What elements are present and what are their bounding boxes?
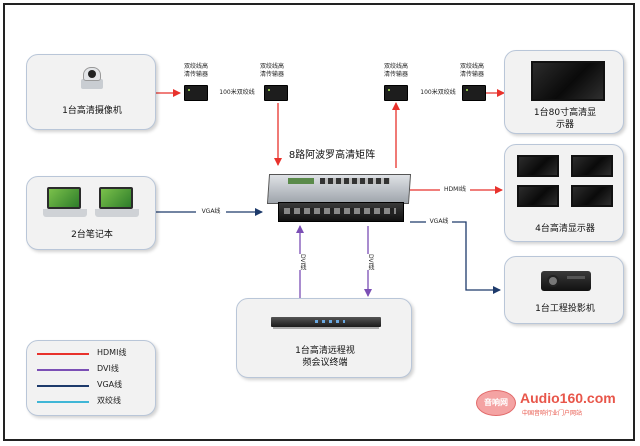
matrix-title: 8路阿波罗高清矩阵 — [288, 150, 376, 161]
tx-label-line: 清传输器 — [259, 71, 284, 78]
monitor-icon — [571, 155, 613, 177]
vga-matrix-to-projector — [410, 221, 501, 294]
legend-box: HDMI线 DVI线 VGA线 双绞线 — [26, 340, 156, 416]
matrix-switcher-icon — [266, 168, 412, 226]
tx-label-line: 清传输器 — [459, 71, 484, 78]
legend-label: DVI线 — [97, 364, 119, 373]
monitor-icon — [517, 185, 559, 207]
watermark-brand: Audio160.com — [520, 390, 616, 406]
watermark-sub: 中国音响行业门户网站 — [522, 410, 583, 417]
camera-icon — [75, 65, 109, 93]
displays4-label: 4台高清显示器 — [535, 224, 595, 234]
display80-box: 1台80寸高清显 示器 — [504, 50, 624, 134]
legend-item: 双绞线 — [27, 395, 155, 409]
legend-swatch — [37, 353, 89, 355]
cable-label-dvi-down: DVI线 — [362, 254, 374, 271]
laptops-label: 2台笔记本 — [71, 230, 113, 240]
camera-label: 1台高清摄像机 — [62, 106, 122, 116]
legend-label: VGA线 — [97, 380, 123, 389]
laptop-icon — [43, 187, 87, 219]
cable-label-right-twisted: 100米双绞线 — [410, 89, 466, 97]
vc-terminal-label-line: 频会议终端 — [302, 358, 348, 368]
tx-label-line: 双绞线高 — [383, 63, 408, 70]
watermark: 音响网 Audio160.com 中国音响行业门户网站 — [476, 388, 626, 422]
tx-label-line: 双绞线高 — [459, 63, 484, 70]
display80-label-line: 1台80寸高清显 — [533, 108, 597, 118]
legend-swatch — [37, 369, 89, 371]
legend-item: VGA线 — [27, 379, 155, 393]
camera-box: 1台高清摄像机 — [26, 54, 156, 130]
projector-box: 1台工程投影机 — [504, 256, 624, 324]
legend-swatch — [37, 401, 89, 403]
cable-label-dvi-up: DVI线 — [294, 254, 306, 271]
twisted-transmitter-icon — [184, 85, 208, 101]
legend-item: HDMI线 — [27, 347, 155, 361]
cable-label-left-twisted: 100米双绞线 — [208, 89, 266, 97]
tx-right-b-label: 双绞线高 清传输器 — [452, 63, 492, 79]
tx-label-line: 清传输器 — [183, 71, 208, 78]
legend-item: DVI线 — [27, 363, 155, 377]
tx-right-a-label: 双绞线高 清传输器 — [376, 63, 416, 79]
twisted-transmitter-icon — [462, 85, 486, 101]
vc-terminal-box: 1台高清远程视 频会议终端 — [236, 298, 412, 378]
display80-label-line: 示器 — [555, 120, 574, 130]
monitor-icon — [531, 61, 605, 101]
monitor-icon — [517, 155, 559, 177]
watermark-badge-text: 音响网 — [484, 398, 508, 407]
display80-label: 1台80寸高清显 示器 — [505, 107, 625, 131]
watermark-badge: 音响网 — [476, 390, 516, 416]
legend-label: HDMI线 — [97, 348, 127, 357]
cable-label-vga-in: VGA线 — [196, 208, 226, 216]
laptop-icon — [95, 187, 139, 219]
projector-icon — [541, 267, 591, 293]
laptops-box: 2台笔记本 — [26, 176, 156, 250]
vc-terminal-label-line: 1台高清远程视 — [295, 346, 355, 356]
tx-label-line: 清传输器 — [383, 71, 408, 78]
twisted-transmitter-icon — [264, 85, 288, 101]
legend-label: 双绞线 — [97, 396, 121, 405]
twisted-transmitter-icon — [384, 85, 408, 101]
tx-left-a-label: 双绞线高 清传输器 — [176, 63, 216, 79]
tx-label-line: 双绞线高 — [183, 63, 208, 70]
cable-label-vga-out: VGA线 — [426, 218, 452, 226]
tx-left-b-label: 双绞线高 清传输器 — [252, 63, 292, 79]
vc-terminal-icon — [271, 317, 381, 329]
monitor-icon — [571, 185, 613, 207]
vc-terminal-label: 1台高清远程视 频会议终端 — [237, 345, 413, 369]
projector-label: 1台工程投影机 — [535, 304, 595, 314]
tx-label-line: 双绞线高 — [259, 63, 284, 70]
cable-label-hdmi-out: HDMI线 — [440, 186, 470, 194]
displays4-box: 4台高清显示器 — [504, 144, 624, 242]
legend-swatch — [37, 385, 89, 387]
